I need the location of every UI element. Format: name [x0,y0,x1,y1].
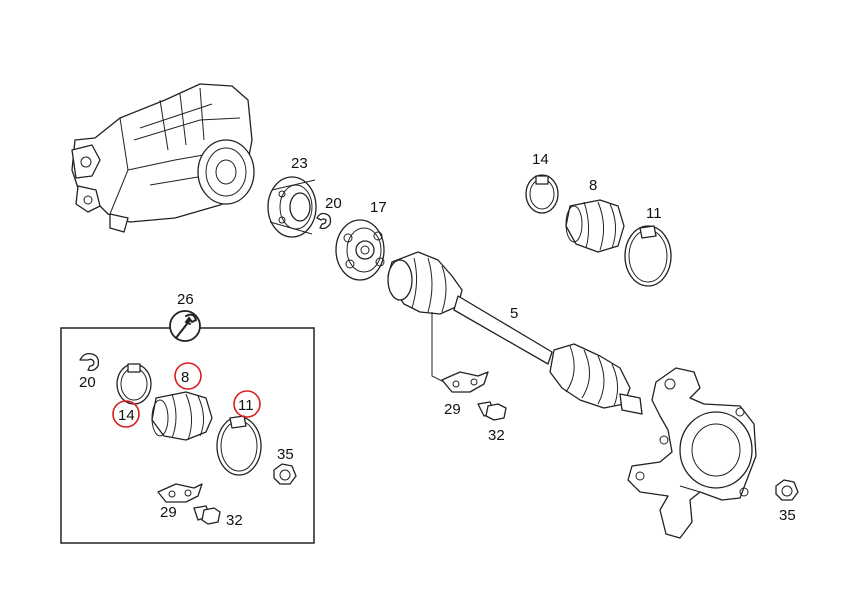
highlight-circle-11 [233,390,261,418]
label-8-top: 8 [589,177,597,194]
label-32-kit: 32 [226,512,243,529]
part-29-bracket-main [441,371,489,393]
part-32-bolt-main [477,401,507,421]
part-11-clamp-top [624,225,672,287]
label-8-kit: 8 [181,369,189,386]
label-35-kit: 35 [277,446,294,463]
label-23: 23 [291,155,308,172]
part-11-clamp-kit [216,415,262,476]
part-32-bolt-kit [193,505,221,525]
part-17-joint-hub [335,219,385,281]
wheel-carrier [627,367,757,539]
label-20-kit: 20 [79,374,96,391]
part-8-boot-top [565,199,625,253]
leader-line-29 [431,312,449,385]
label-14-kit: 14 [118,407,135,424]
part-35-nut-main [775,479,799,501]
part-14-clamp-top [525,174,559,214]
part-14-clamp-kit [116,363,152,405]
label-5: 5 [510,305,518,322]
label-26: 26 [177,291,194,308]
label-29-kit: 29 [160,504,177,521]
label-29-main: 29 [444,401,461,418]
part-5-drive-shaft [387,251,643,415]
label-17: 17 [370,199,387,216]
label-20-top: 20 [325,195,342,212]
wrench-icon [169,310,201,342]
part-20-circlip-kit [79,352,100,372]
part-20-circlip [316,212,332,230]
label-35-main: 35 [779,507,796,524]
part-8-boot-kit [151,391,213,441]
highlight-circle-14 [112,400,140,428]
part-23-inner-cv-joint [267,176,317,238]
part-29-bracket-kit [157,483,203,503]
label-32-main: 32 [488,427,505,444]
differential-housing [71,83,255,233]
label-14-top: 14 [532,151,549,168]
label-11-top: 11 [646,205,662,222]
highlight-circle-8 [174,362,202,390]
label-11-kit: 11 [238,397,254,414]
part-35-nut-kit [273,463,297,485]
